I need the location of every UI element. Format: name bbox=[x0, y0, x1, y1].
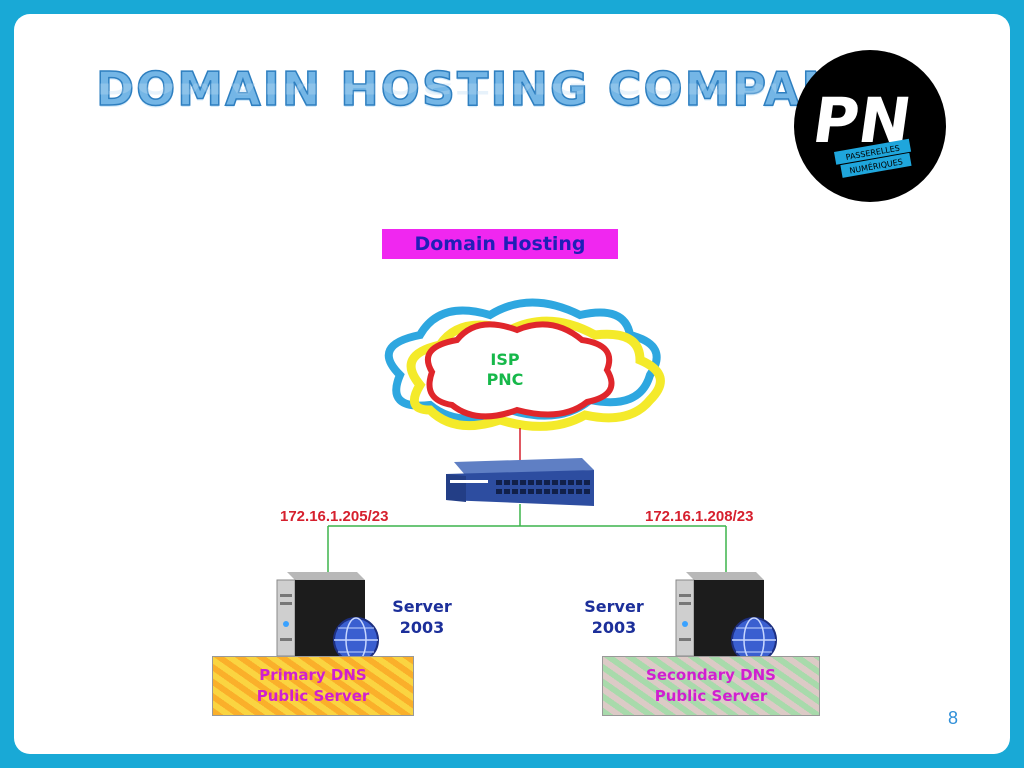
page-number: 8 bbox=[948, 708, 959, 728]
secondary-dns-line2: Public Server bbox=[654, 687, 768, 705]
isp-cloud-label: ISP PNC bbox=[470, 350, 540, 390]
right-server-line2: 2003 bbox=[591, 618, 637, 637]
right-server-label: Server 2003 bbox=[569, 596, 659, 638]
left-globe-icon bbox=[333, 617, 379, 663]
right-globe-icon bbox=[731, 617, 777, 663]
left-server-line1: Server bbox=[392, 597, 452, 616]
network-switch-icon bbox=[446, 458, 594, 506]
pn-logo-band-2 bbox=[840, 152, 912, 178]
secondary-dns-line1: Secondary DNS bbox=[646, 666, 776, 684]
pnc-label: PNC bbox=[486, 370, 524, 389]
pn-logo: PN PASSERELLES NUMÉRIQUES bbox=[794, 50, 946, 202]
server-links bbox=[327, 504, 727, 576]
left-ip-label: 172.16.1.205/23 bbox=[280, 508, 389, 525]
primary-dns-line1: Primary DNS bbox=[259, 666, 367, 684]
right-ip-label: 172.16.1.208/23 bbox=[645, 508, 754, 525]
pn-logo-graphic: PN PASSERELLES NUMÉRIQUES bbox=[808, 84, 916, 178]
right-server-line1: Server bbox=[584, 597, 644, 616]
primary-dns-box: Primary DNS Public Server bbox=[212, 656, 414, 716]
secondary-dns-box: Secondary DNS Public Server bbox=[602, 656, 820, 716]
slide-title: DOMAIN HOSTING COMPANY bbox=[95, 61, 878, 117]
isp-label: ISP bbox=[490, 350, 520, 369]
pn-logo-band-1 bbox=[834, 138, 912, 165]
left-server-label: Server 2003 bbox=[377, 596, 467, 638]
isp-cloud-icon bbox=[384, 298, 665, 431]
left-server-line2: 2003 bbox=[399, 618, 445, 637]
domain-hosting-label: Domain Hosting bbox=[382, 229, 618, 259]
primary-dns-line2: Public Server bbox=[256, 687, 370, 705]
right-server-icon bbox=[675, 572, 764, 657]
